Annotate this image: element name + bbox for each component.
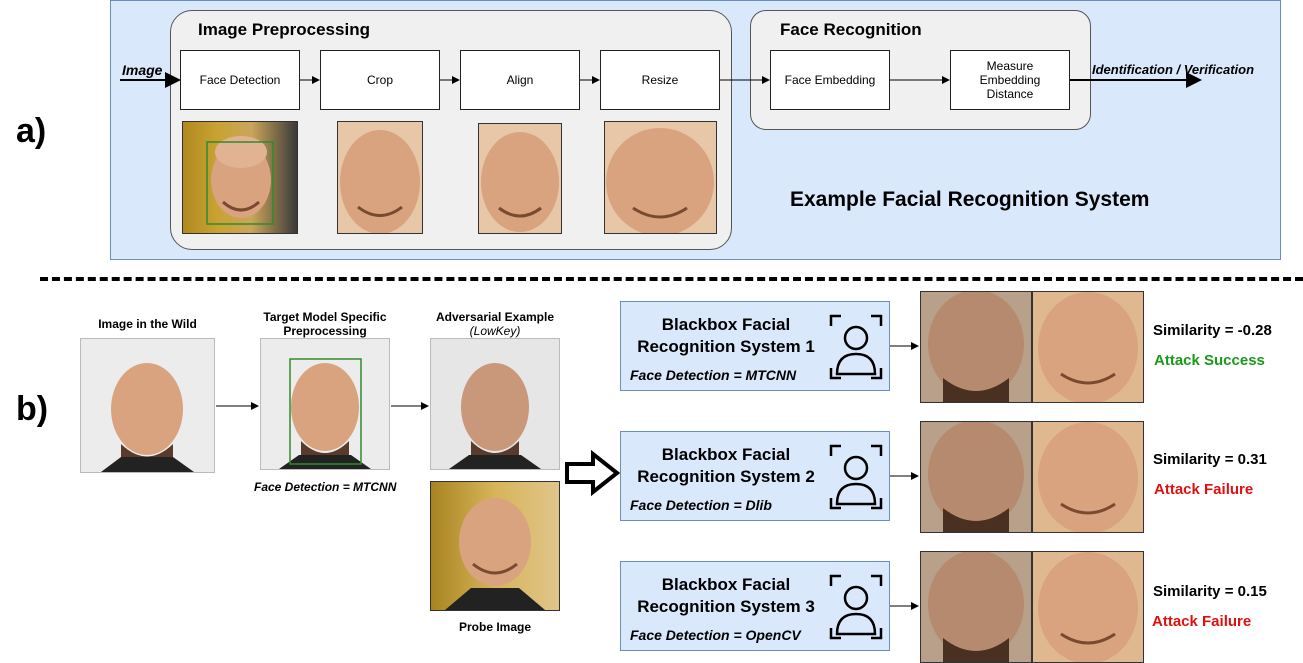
section-divider [40, 277, 1303, 281]
step-measure-distance: Measure Embedding Distance [950, 50, 1070, 110]
wild-photo [80, 338, 215, 473]
user-scan-icon [829, 574, 883, 640]
output-label: Identification / Verification [1092, 62, 1255, 77]
result-2-probe [1032, 421, 1144, 533]
similarity-3: Similarity = 0.15 [1153, 583, 1267, 600]
result-1-probe [1032, 291, 1144, 403]
face-detection-photo [182, 121, 298, 234]
part-a-arrows [120, 72, 1202, 88]
result-3-probe [1032, 551, 1144, 663]
step-crop: Crop [320, 50, 440, 110]
system-box-2: Blackbox Facial Recognition System 2 Fac… [620, 431, 890, 521]
result-3-adversarial [920, 551, 1032, 663]
user-scan-icon [829, 314, 883, 380]
adversarial-method: (LowKey) [469, 324, 521, 338]
hollow-arrow-icon [565, 450, 621, 496]
adversarial-photo [430, 338, 560, 470]
result-2-adversarial [920, 421, 1032, 533]
probe-caption: Probe Image [458, 620, 532, 634]
system-detection-3: Face Detection = OpenCV [630, 627, 801, 643]
target-caption: Target Model Specific Preprocessing [263, 310, 387, 338]
wild-caption: Image in the Wild [98, 317, 197, 331]
result-3-status: Attack Failure [1152, 613, 1252, 630]
part-a-label: a) [16, 112, 47, 150]
user-scan-icon [829, 444, 883, 510]
probe-photo [430, 481, 560, 611]
step-align: Align [460, 50, 580, 110]
similarity-2: Similarity = 0.31 [1153, 451, 1267, 468]
result-2-status: Attack Failure [1154, 481, 1254, 498]
system-detection-2: Face Detection = Dlib [630, 497, 772, 513]
step-resize: Resize [600, 50, 720, 110]
step-face-embedding: Face Embedding [770, 50, 890, 110]
resize-photo [604, 121, 717, 234]
preprocessing-title: Image Preprocessing [198, 20, 370, 39]
system-caption: Example Facial Recognition System [790, 188, 1150, 211]
result-1-adversarial [920, 291, 1032, 403]
input-label: Image [122, 62, 163, 78]
system-detection-1: Face Detection = MTCNN [630, 367, 797, 383]
adversarial-caption: Adversarial Example [435, 310, 555, 324]
system-title-3: Blackbox Facial Recognition System 3 [637, 575, 815, 616]
system-title-2: Blackbox Facial Recognition System 2 [637, 445, 815, 486]
similarity-1: Similarity = -0.28 [1153, 322, 1272, 339]
part-b-label: b) [16, 390, 49, 428]
system-title-1: Blackbox Facial Recognition System 1 [637, 315, 815, 356]
result-1-status: Attack Success [1154, 352, 1265, 369]
step-face-detection: Face Detection [180, 50, 300, 110]
system-box-1: Blackbox Facial Recognition System 1 Fac… [620, 301, 890, 391]
align-photo [478, 123, 562, 234]
target-detection: Face Detection = MTCNN [254, 480, 397, 494]
recognition-title: Face Recognition [780, 20, 922, 39]
target-photo [260, 338, 390, 470]
crop-photo [337, 121, 423, 234]
system-box-3: Blackbox Facial Recognition System 3 Fac… [620, 561, 890, 651]
